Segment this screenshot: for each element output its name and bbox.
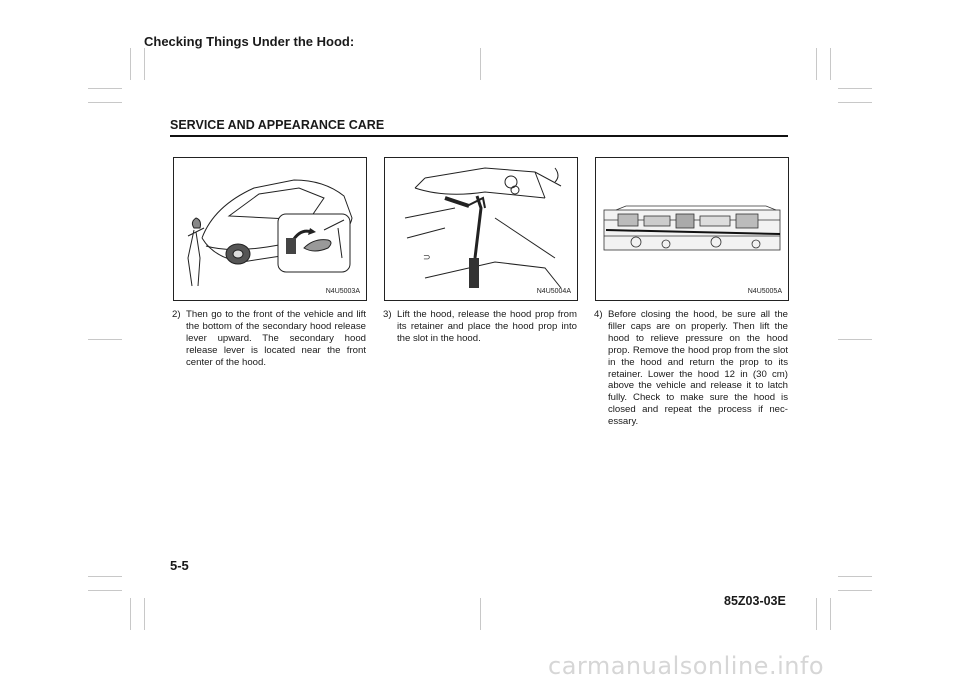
step-2: 2) Then go to the front of the vehicle a…	[172, 309, 366, 369]
figure-engine-bay: N4U5005A	[595, 157, 789, 301]
page-number: 5-5	[170, 558, 189, 573]
crop-mark	[480, 48, 481, 80]
chapter-title: Checking Things Under the Hood:	[144, 34, 355, 49]
crop-mark	[88, 88, 122, 89]
crop-mark	[830, 48, 831, 80]
figure-secondary-release: N4U5003A	[173, 157, 367, 301]
svg-text:⊃: ⊃	[423, 252, 431, 262]
crop-mark	[830, 598, 831, 630]
step-3: 3) Lift the hood, release the hood prop …	[383, 309, 577, 345]
document-code: 85Z03-03E	[724, 594, 786, 608]
crop-mark	[838, 88, 872, 89]
crop-mark	[130, 48, 131, 80]
step-4: 4) Before closing the hood, be sure all …	[594, 309, 788, 428]
crop-mark	[480, 598, 481, 630]
figure-code: N4U5005A	[747, 288, 782, 295]
crop-mark	[838, 339, 872, 340]
figure-code: N4U5003A	[325, 288, 360, 295]
crop-mark	[816, 598, 817, 630]
crop-mark	[838, 576, 872, 577]
figure-hood-prop: ⊃ N4U5004A	[384, 157, 578, 301]
crop-mark	[144, 48, 145, 80]
crop-mark	[88, 590, 122, 591]
figure-code: N4U5004A	[536, 288, 571, 295]
crop-mark	[130, 598, 131, 630]
watermark: carmanualsonline.info	[548, 652, 825, 680]
section-title: SERVICE AND APPEARANCE CARE	[170, 118, 385, 132]
step-text: Before closing the hood, be sure all the…	[608, 309, 788, 428]
crop-mark	[88, 576, 122, 577]
crop-mark	[88, 339, 122, 340]
header-rule	[170, 135, 788, 137]
car-front-illustration	[187, 179, 353, 287]
step-number: 3)	[383, 309, 392, 320]
crop-mark	[816, 48, 817, 80]
step-number: 4)	[594, 309, 603, 320]
crop-mark	[144, 598, 145, 630]
hood-prop-illustration: ⊃	[404, 167, 562, 289]
crop-mark	[838, 590, 872, 591]
step-number: 2)	[172, 309, 181, 320]
step-text: Lift the hood, release the hood prop fro…	[397, 309, 577, 344]
step-text: Then go to the front of the vehicle and …	[186, 309, 366, 368]
crop-mark	[838, 102, 872, 103]
crop-mark	[88, 102, 122, 103]
engine-bay-illustration	[603, 205, 781, 251]
